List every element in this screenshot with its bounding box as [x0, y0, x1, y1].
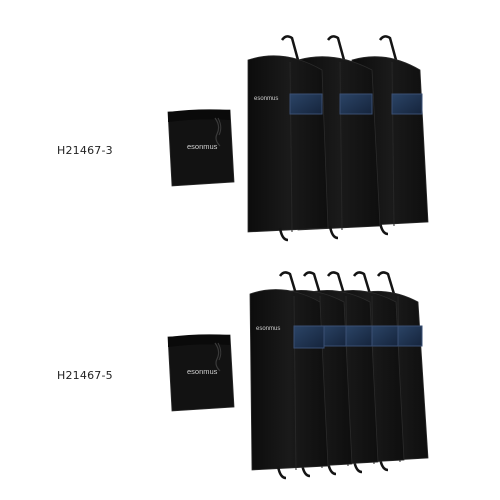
bag-brand-text: esonmus: [254, 96, 278, 102]
garment-bag: esonmus: [249, 271, 329, 480]
drawstring-pouch-icon: esonmus: [167, 334, 235, 412]
id-window-icon: [397, 325, 423, 347]
id-window-icon: [289, 93, 323, 115]
garment-bag-stack-5: esonmus: [249, 271, 429, 480]
variant-sku-label: H21467-5: [57, 369, 113, 382]
pouch-group-5: esonmus: [167, 334, 235, 412]
id-window-icon: [345, 325, 373, 347]
garment-bag: esonmus: [247, 35, 329, 242]
variant-sku-label: H21467-3: [57, 144, 113, 157]
id-window-icon: [339, 93, 373, 115]
id-window-icon: [371, 325, 399, 347]
pouch-brand-text: esonmus: [187, 142, 218, 151]
pouch-brand-text: esonmus: [187, 367, 218, 376]
drawstring-pouch-icon: esonmus: [167, 109, 235, 187]
garment-bag-stack-3: esonmus: [247, 35, 429, 242]
bag-brand-text: esonmus: [256, 326, 280, 332]
id-window-icon: [293, 325, 325, 349]
id-window-icon: [391, 93, 423, 115]
pouch-group-3: esonmus: [167, 109, 235, 187]
